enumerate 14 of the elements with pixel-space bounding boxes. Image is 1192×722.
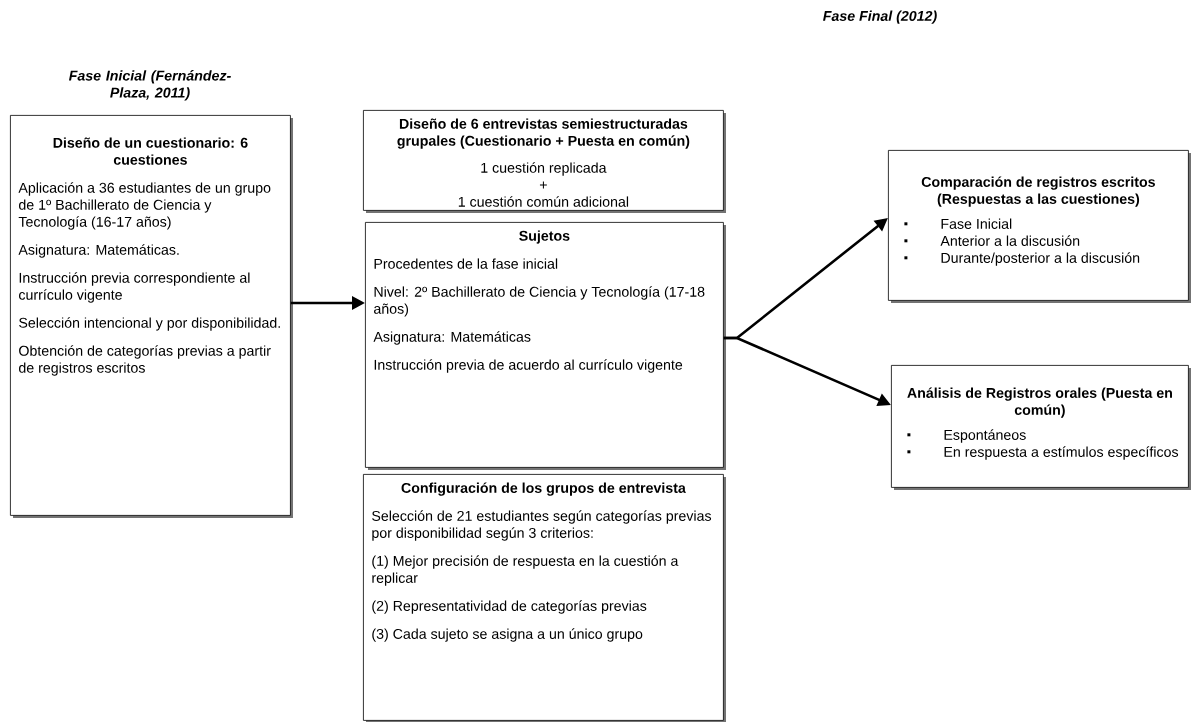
process-box: Configuración de los grupos de entrevista Selección de 21 estudiantes según categorías previas por disponibilidad según 3 criterios: (1) Mejor precisión de respuesta en la cuestión a replicar (2) Representatividad de categorías previas (3) Cada sujeto se asigna a un único grupo — [363, 474, 726, 722]
process-box: Sujetos Procedentes de la fase inicial Nivel: 2º Bachillerato de Ciencia y Tecnología (17-18 años) Asignatura: Matemáticas Instrucción previa de acuerdo al currículo vigente — [365, 222, 726, 470]
phase-heading: Fase Final (2012) — [823, 10, 937, 24]
process-box: Comparación de registros escritos (Respuestas a las cuestiones) Fase Inicial Anterior a la discusión Durante/posterior a la discusión — [888, 150, 1191, 303]
process-box: Diseño de un cuestionario: 6 cuestiones Aplicación a 36 estudiantes de un grupo de 1º Bachillerato de Ciencia y Tecnología (16-17 años) Asignatura: Matemáticas. Instrucción previa correspondiente al currículo vigente Selección intencional y por disponibilidad. Obtención de categorías previas a partir de registros escritos — [10, 115, 293, 518]
node-label: Aplicación a 36 estudiantes de un grupo de 1º Bachillerato de Ciencia y Tecnología (16-17 años) — [18, 182, 271, 230]
node-label: Obtención de categorías previas a partir de registros escritos — [19, 345, 271, 376]
process-box: Diseño de 6 entrevistas semiestructuradas grupales (Cuestionario + Puesta en común) 1 cuestión replicada + 1 cuestión común adicional — [363, 110, 726, 213]
node-label: Instrucción previa correspondiente al currículo vigente — [19, 272, 250, 303]
phase-heading: Fase Inicial (Fernández-Plaza, 2011) — [69, 70, 231, 101]
node-label: Asignatura: Matemáticas. — [18, 244, 179, 258]
node-label: Selección intencional y por disponibilidad. — [19, 317, 280, 331]
node-label: Diseño de un cuestionario: 6 cuestiones — [53, 137, 248, 165]
process-box: Análisis de Registros orales (Puesta en común) Espontáneos En respuesta a estímulos específicos — [891, 365, 1191, 490]
